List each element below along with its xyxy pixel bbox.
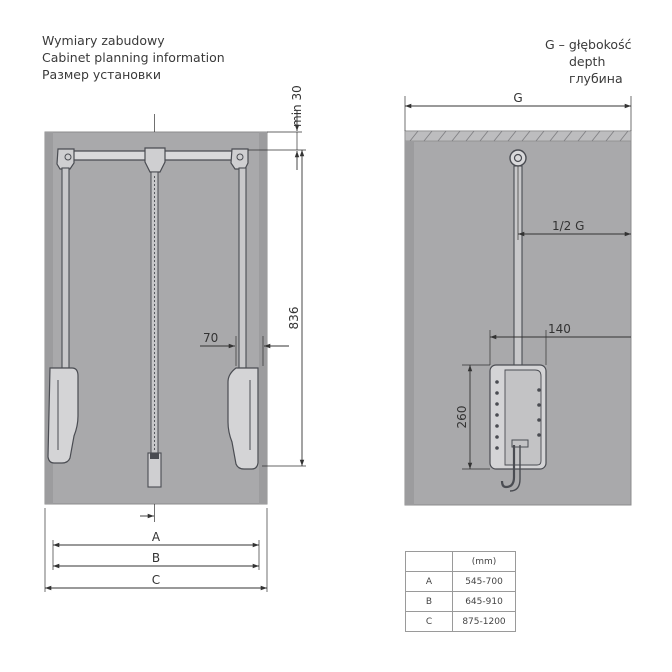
unit-header: (mm) xyxy=(452,551,516,572)
half-depth-label: 1/2 G xyxy=(552,219,584,233)
table-row: B 645-910 xyxy=(405,591,516,612)
planning-title: Wymiary zabudowy Cabinet planning inform… xyxy=(42,32,225,83)
bottom-hook xyxy=(500,445,516,489)
row-range: 875-1200 xyxy=(452,611,516,632)
title-russian: Размер установки xyxy=(42,67,161,82)
rail-end-fitting xyxy=(509,149,527,167)
depth-g-label: G xyxy=(513,91,522,105)
back-panel xyxy=(405,141,414,505)
front-view xyxy=(44,114,268,522)
table-row: A 545-700 xyxy=(405,571,516,592)
side-dimensions: G 1/2 G 140 260 xyxy=(404,91,632,470)
title-english: Cabinet planning information xyxy=(42,50,225,65)
cabinet-top-panel xyxy=(404,130,632,142)
row-key: C xyxy=(405,611,453,632)
dim-c-label: C xyxy=(152,573,160,587)
left-side-panel xyxy=(45,132,53,504)
height-260-label: 260 xyxy=(455,406,469,429)
depth-legend-polish: G – głębokość xyxy=(545,37,632,52)
side-view xyxy=(404,130,632,506)
mechanism-holes xyxy=(495,380,541,450)
row-range: 645-910 xyxy=(452,591,516,612)
size-table: (mm) A 545-700 B 645-910 C 875-1200 xyxy=(405,551,516,632)
left-mechanism xyxy=(47,367,79,464)
left-arm xyxy=(61,167,70,369)
row-key: A xyxy=(405,571,453,592)
right-arm xyxy=(238,167,247,369)
table-row: C 875-1200 xyxy=(405,611,516,632)
front-dimensions: min 30 836 70 A B C xyxy=(44,85,306,592)
center-fitting xyxy=(144,147,166,173)
depth-legend-english: depth xyxy=(569,54,606,69)
height-836-label: 836 xyxy=(287,307,301,330)
row-key: B xyxy=(405,591,453,612)
row-range: 545-700 xyxy=(452,571,516,592)
dim-a-label: A xyxy=(152,530,161,544)
width-70-label: 70 xyxy=(203,331,218,345)
table-header-row: (mm) xyxy=(405,551,516,572)
depth-legend: G – głębokość depth глубина xyxy=(545,36,631,87)
right-side-panel xyxy=(259,132,267,504)
right-end-fitting xyxy=(230,148,249,170)
min30-label: min 30 xyxy=(290,85,304,127)
dim-b-label: B xyxy=(152,551,160,565)
title-polish: Wymiary zabudowy xyxy=(42,33,165,48)
depth-legend-russian: глубина xyxy=(569,71,623,86)
width-140-label: 140 xyxy=(548,322,571,336)
